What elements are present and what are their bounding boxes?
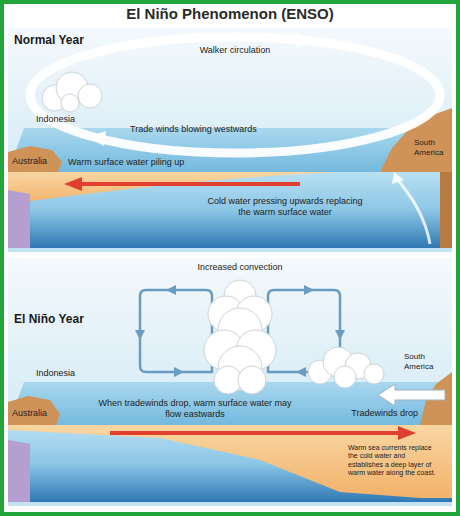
callout-label: Cold water pressing upwards replacing th… xyxy=(200,196,370,218)
upwelling-arrow xyxy=(398,180,430,244)
cloud-puff xyxy=(61,94,79,112)
sky-panel xyxy=(8,28,452,252)
ocean-section xyxy=(8,425,452,502)
ocean-side xyxy=(8,190,30,248)
arrowhead xyxy=(296,367,306,377)
callout-label: South America xyxy=(414,138,450,157)
warm-layer xyxy=(8,425,452,498)
ocean-side xyxy=(8,440,30,502)
cloud-puff xyxy=(334,366,356,388)
upwelling-arrowhead xyxy=(392,172,404,184)
arrowhead xyxy=(166,285,176,295)
walker-arrowhead xyxy=(88,131,106,146)
panel: Normal Year xyxy=(8,28,452,252)
current-arrow xyxy=(80,182,300,186)
callout-label: South America xyxy=(404,352,448,371)
callout-label: Australia xyxy=(12,408,62,419)
callout-label: Australia xyxy=(12,156,62,167)
callout-label: Trade winds blowing westwards xyxy=(130,124,280,135)
callout-label: Warm surface water piling up xyxy=(68,157,218,168)
current-arrowhead xyxy=(398,426,416,440)
callout-label: When tradewinds drop, warm surface water… xyxy=(90,398,300,420)
convection-loop xyxy=(140,290,212,372)
arrowhead xyxy=(304,285,314,295)
panel: El Niño Year xyxy=(8,258,452,506)
walker-loop xyxy=(30,37,440,153)
diagram-title: El Niño Phenomenon (ENSO) xyxy=(8,5,452,23)
callout-label: Walker circulation xyxy=(180,45,290,56)
cloud-puff xyxy=(78,84,102,108)
ocean-section xyxy=(8,172,452,248)
tradewind-arrow xyxy=(378,384,445,406)
australia-land xyxy=(8,146,62,172)
arrowhead xyxy=(335,330,345,340)
arrowhead xyxy=(135,330,145,340)
cloud-puff xyxy=(238,366,266,394)
callout-label: Increased convection xyxy=(170,262,310,273)
rain-cloud xyxy=(42,72,102,112)
panel-heading: Normal Year xyxy=(14,33,84,47)
current-arrow xyxy=(110,431,400,435)
cloud-puff xyxy=(364,364,384,384)
callout-label: Warm sea currents replace the cold water… xyxy=(348,444,440,478)
arrowhead xyxy=(174,367,184,377)
rain-cloud xyxy=(308,347,384,388)
callout-label: Indonesia xyxy=(36,114,96,125)
callout-label: Tradewinds drop xyxy=(330,408,418,419)
callout-label: Indonesia xyxy=(36,368,96,379)
sky-panel xyxy=(8,258,452,506)
walker-arrowhead xyxy=(296,32,312,48)
panel-heading: El Niño Year xyxy=(14,312,84,326)
storm-cloud xyxy=(204,280,276,394)
current-arrowhead xyxy=(64,177,82,191)
south-america-coast xyxy=(440,172,452,248)
